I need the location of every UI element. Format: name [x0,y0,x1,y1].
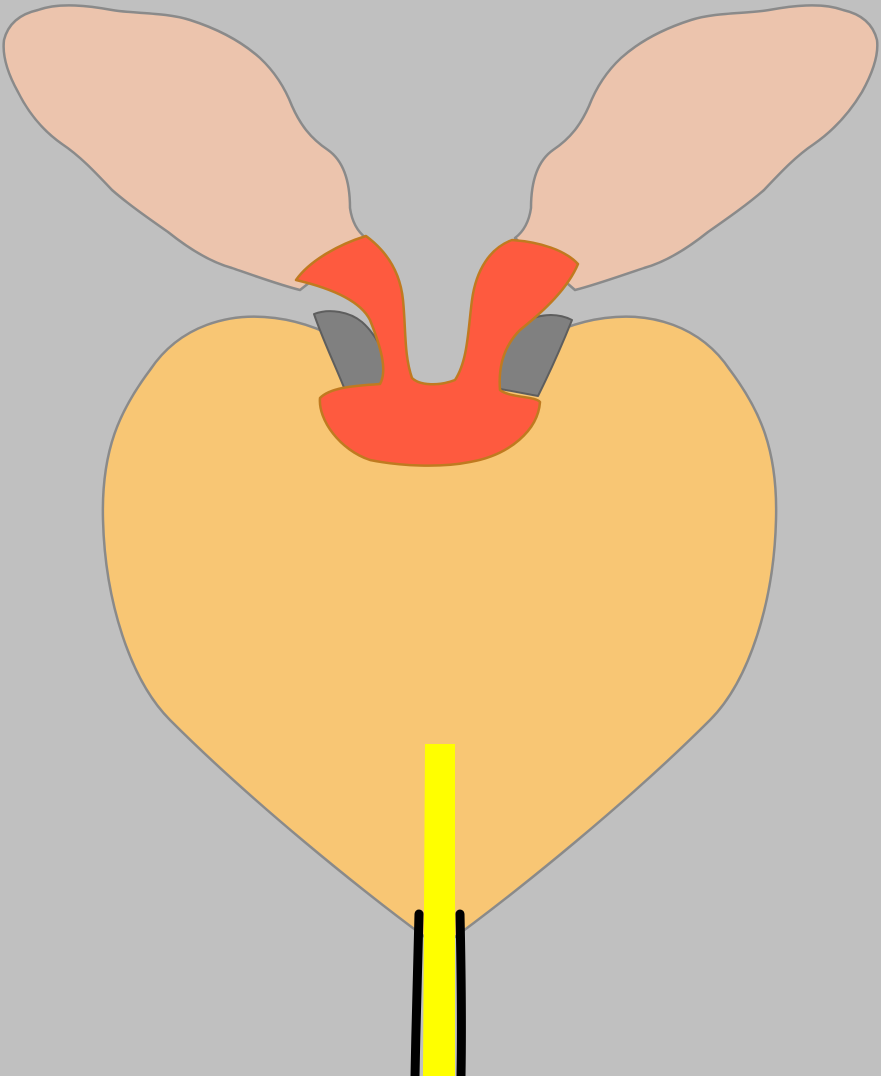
yellow-tube [423,744,455,1076]
left-lobe [4,5,366,290]
right-black-wall [460,914,461,1076]
right-lobe [515,5,877,290]
left-black-wall [415,914,419,1076]
